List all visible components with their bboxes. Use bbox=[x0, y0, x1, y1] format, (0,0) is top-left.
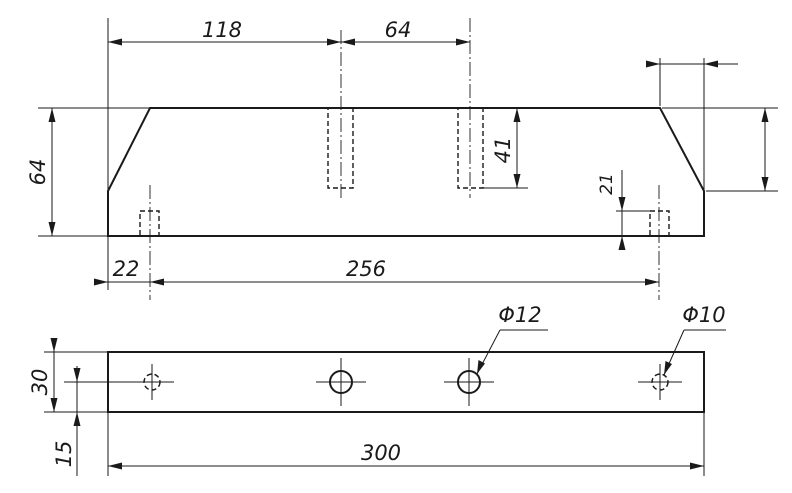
hidden-hole-right bbox=[457, 107, 484, 189]
dimension-300: 300 bbox=[107, 412, 705, 476]
phi10-label: Φ10 bbox=[682, 303, 725, 327]
dim-22-label: 22 bbox=[113, 257, 140, 281]
dim-21-label: 21 bbox=[597, 173, 617, 195]
dimension-15: 15 bbox=[52, 366, 130, 476]
phi12-label: Φ12 bbox=[498, 303, 541, 327]
top-view-outline bbox=[107, 351, 705, 413]
dim-41-label: 41 bbox=[491, 137, 515, 164]
dimension-22: 22 bbox=[94, 236, 164, 290]
hidden-hole-small-right bbox=[649, 210, 670, 237]
top-view bbox=[107, 351, 705, 413]
hidden-hole-small-left bbox=[139, 210, 160, 237]
dimension-41: 41 bbox=[483, 108, 528, 189]
front-view bbox=[107, 18, 705, 300]
dim-64-top-label: 64 bbox=[385, 18, 412, 42]
leader-phi10: Φ10 bbox=[663, 303, 726, 376]
leader-phi12: Φ12 bbox=[476, 303, 548, 375]
dimension-chamfer-right bbox=[646, 58, 778, 192]
dimension-64-left: 64 bbox=[26, 107, 150, 237]
dim-256-label: 256 bbox=[346, 257, 386, 281]
dimension-64-top: 64 bbox=[341, 18, 470, 46]
dim-118-label: 118 bbox=[202, 18, 242, 42]
dimension-118: 118 bbox=[107, 18, 341, 190]
front-view-outline bbox=[107, 107, 705, 237]
dimension-256: 256 bbox=[150, 257, 659, 286]
dim-30-label: 30 bbox=[28, 369, 52, 396]
hidden-hole-center bbox=[327, 107, 354, 189]
dim-300-label: 300 bbox=[361, 441, 401, 465]
dim-15-label: 15 bbox=[52, 441, 76, 468]
dim-64-left-label: 64 bbox=[26, 159, 50, 186]
dimension-21: 21 bbox=[597, 170, 650, 250]
dimension-30: 30 bbox=[28, 338, 108, 413]
